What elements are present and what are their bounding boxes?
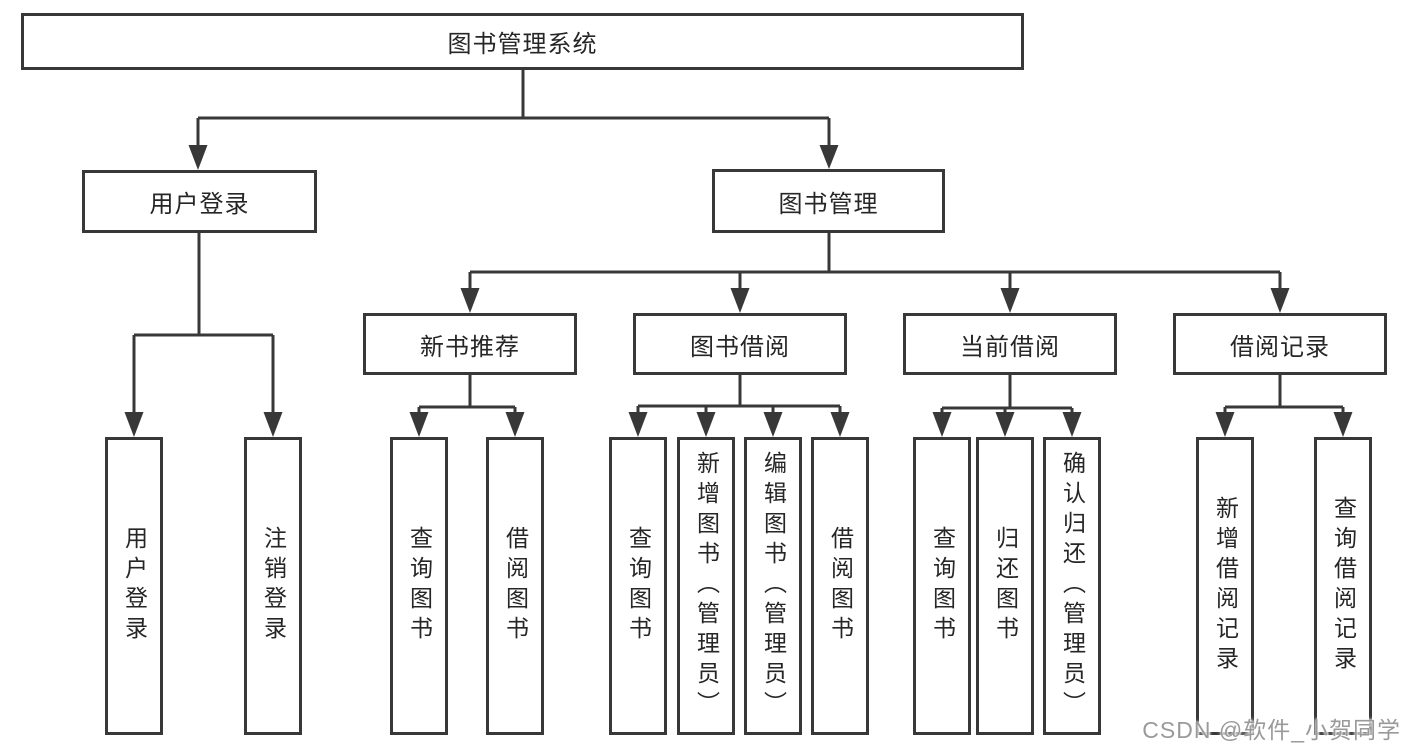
leaf-return-books-label: 归还图书 <box>992 526 1019 646</box>
node-root-label: 图书管理系统 <box>447 31 598 58</box>
node-borrow-records: 借阅记录 <box>1173 313 1387 375</box>
leaf-query-borrow-record-label: 查询借阅记录 <box>1330 496 1357 676</box>
leaf-add-borrow-record: 新增借阅记录 <box>1196 437 1254 735</box>
node-new-book-recommend-label: 新书推荐 <box>420 333 520 361</box>
leaf-edit-books-admin: 编辑图书（管理员） <box>744 437 802 735</box>
leaf-borrow-books-label: 借阅图书 <box>827 526 854 646</box>
node-user-login-label: 用户登录 <box>149 191 250 218</box>
leaf-return-books: 归还图书 <box>976 437 1034 735</box>
leaf-add-books-admin: 新增图书（管理员） <box>677 437 735 735</box>
node-book-borrow-label: 图书借阅 <box>690 333 790 361</box>
node-current-borrow-label: 当前借阅 <box>960 333 1060 361</box>
leaf-query-books-recommend: 查询图书 <box>390 437 448 735</box>
node-book-management-label: 图书管理 <box>778 190 879 218</box>
leaf-user-login: 用户登录 <box>105 437 163 735</box>
leaf-add-books-admin-label: 新增图书（管理员） <box>693 451 720 721</box>
node-new-book-recommend: 新书推荐 <box>363 313 577 375</box>
leaf-borrow-books-recommend: 借阅图书 <box>486 437 544 735</box>
node-book-management: 图书管理 <box>712 169 945 233</box>
leaf-query-books-current-label: 查询图书 <box>929 526 956 646</box>
leaf-query-books-borrow: 查询图书 <box>609 437 667 735</box>
node-root-system: 图书管理系统 <box>21 13 1024 70</box>
leaf-logout: 注销登录 <box>244 437 302 735</box>
leaf-borrow-books-recommend-label: 借阅图书 <box>502 526 529 646</box>
node-user-login: 用户登录 <box>82 170 317 233</box>
node-current-borrow: 当前借阅 <box>903 313 1117 375</box>
leaf-user-login-label: 用户登录 <box>121 526 148 646</box>
leaf-borrow-books: 借阅图书 <box>811 437 869 735</box>
arrowheads <box>124 145 1353 437</box>
leaf-logout-label: 注销登录 <box>260 526 287 646</box>
node-borrow-records-label: 借阅记录 <box>1230 333 1330 361</box>
leaf-confirm-return-admin-label: 确认归还（管理员） <box>1059 451 1086 721</box>
leaf-add-borrow-record-label: 新增借阅记录 <box>1212 496 1239 676</box>
leaf-confirm-return-admin: 确认归还（管理员） <box>1043 437 1101 735</box>
node-book-borrow: 图书借阅 <box>633 313 847 375</box>
leaf-query-books-current: 查询图书 <box>913 437 971 735</box>
leaf-query-books-recommend-label: 查询图书 <box>406 526 433 646</box>
leaf-query-borrow-record: 查询借阅记录 <box>1314 437 1372 735</box>
leaf-query-books-borrow-label: 查询图书 <box>625 526 652 646</box>
csdn-watermark: CSDN @软件_小贺同学 <box>1142 717 1401 743</box>
leaf-edit-books-admin-label: 编辑图书（管理员） <box>760 451 787 721</box>
